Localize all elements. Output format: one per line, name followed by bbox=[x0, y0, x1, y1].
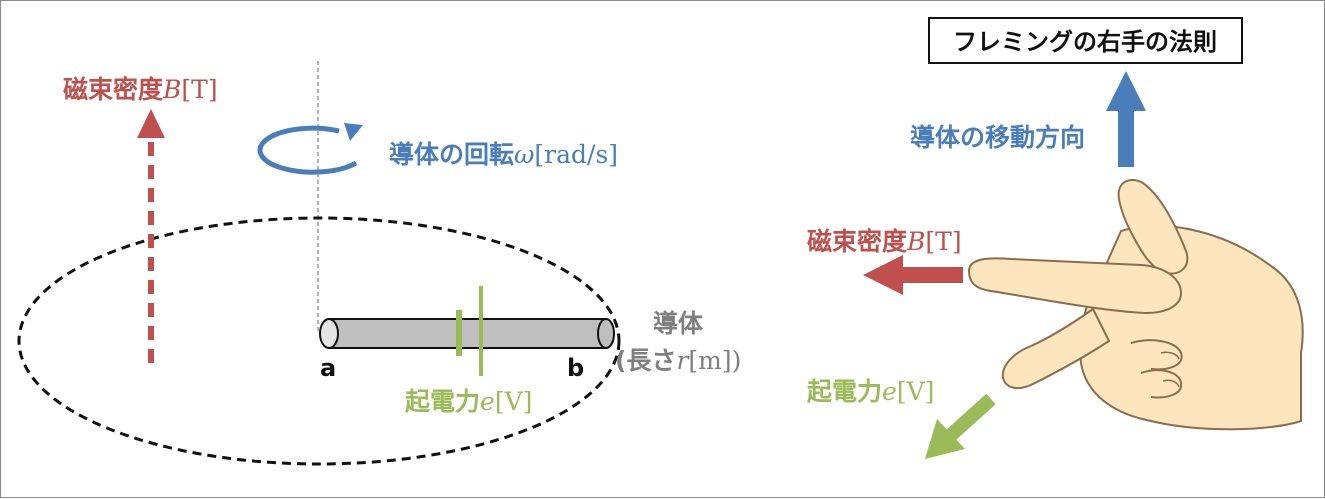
right-hand-icon bbox=[968, 179, 1304, 431]
title-box: フレミングの右手の法則 bbox=[928, 17, 1243, 64]
emf-label-left: 起電力e[V] bbox=[405, 387, 532, 416]
rotation-path-ellipse bbox=[17, 216, 621, 466]
rotation-arrow-icon bbox=[257, 123, 363, 175]
conductor-end-b: b bbox=[567, 354, 584, 382]
flux-arrow-left bbox=[137, 109, 165, 363]
flux-label-right: 磁束密度B[T] bbox=[807, 227, 962, 256]
conductor-length-label: (長さr[m]) bbox=[615, 346, 741, 375]
rotation-label: 導体の回転ω[rad/s] bbox=[389, 140, 618, 169]
flux-arrow-right bbox=[863, 255, 963, 295]
motion-label: 導体の移動方向 bbox=[910, 123, 1085, 152]
emf-arrow-right bbox=[925, 393, 996, 459]
emf-label-right: 起電力e[V] bbox=[807, 377, 934, 406]
conductor-rod bbox=[319, 318, 615, 349]
title-text: フレミングの右手の法則 bbox=[953, 28, 1217, 56]
conductor-end-a: a bbox=[320, 354, 336, 382]
conductor-label: 導体 bbox=[653, 309, 704, 338]
emf-battery-symbol bbox=[456, 286, 483, 376]
flux-label-left: 磁束密度B[T] bbox=[63, 75, 218, 104]
motion-arrow bbox=[1106, 71, 1146, 167]
